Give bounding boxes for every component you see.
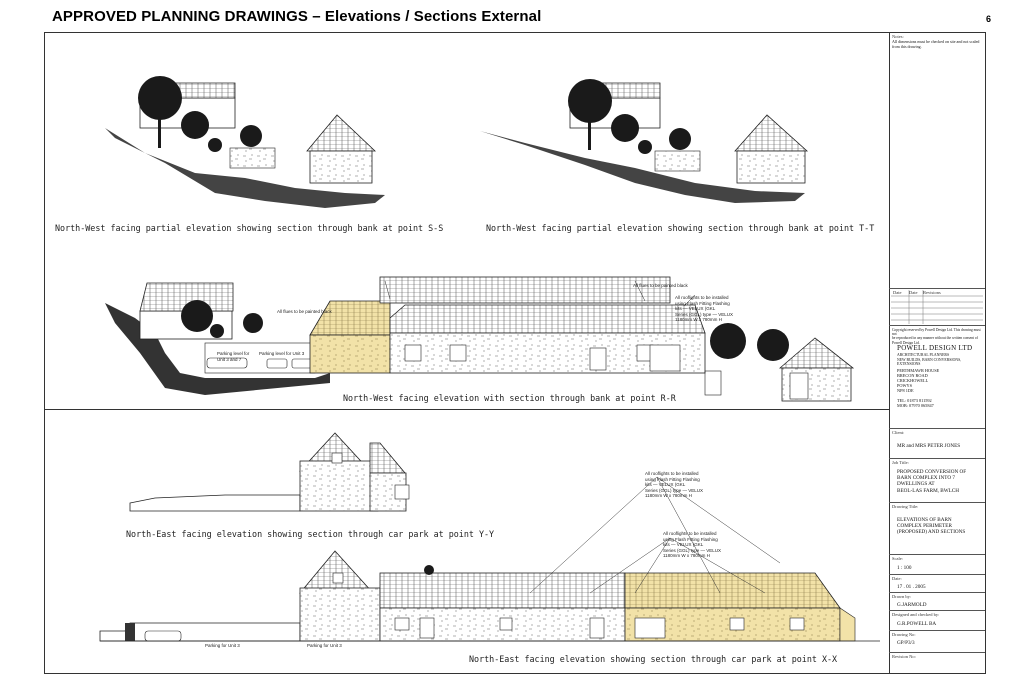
checked-by-value: G.R.POWELL BA: [897, 621, 937, 627]
revisions-table: [891, 290, 983, 324]
drawing-title-cell: Drawing Title: ELEVATIONS OF BARN COMPLE…: [889, 503, 985, 555]
company-address: PERTHMAWR HOUSE BRECON ROAD CRICKHOWELL …: [897, 368, 940, 393]
notes-label: Notes:: [892, 34, 904, 39]
rev-header-revisions: Revisions: [923, 290, 941, 295]
shrub-icon: [208, 138, 222, 152]
client-cell: Client: MR and MRS PETER JONES: [889, 429, 985, 459]
elevation-yy: [129, 432, 410, 512]
tree-icon: [710, 323, 746, 359]
tree-icon: [138, 76, 182, 120]
caption-tt: North-West facing partial elevation show…: [486, 223, 875, 233]
car-icon: [206, 357, 248, 369]
ground-section-ss: [105, 128, 385, 208]
note-rooflights: All rooflights to be installed using Fla…: [663, 531, 722, 558]
drawing-number: GP/P3/3: [897, 640, 915, 646]
ground-section-rr: [105, 303, 330, 395]
page-number: 6: [986, 14, 992, 24]
elevation-xx: [99, 476, 880, 642]
barn-roof-ss: [306, 114, 377, 152]
drawn-by-value: G.JARMOLD: [897, 602, 927, 608]
highlighted-roof-rr: [309, 300, 391, 336]
caption-xx: North-East facing elevation showing sect…: [469, 654, 838, 664]
client-name: MR and MRS PETER JONES: [897, 443, 961, 449]
elevation-drawings: [99, 76, 880, 642]
tree-icon: [240, 125, 262, 147]
note-parking: Parking level for Unit 3: [259, 351, 305, 356]
page-title: APPROVED PLANNING DRAWINGS – Elevations …: [52, 8, 542, 25]
rev-header-date: Date: [893, 290, 902, 295]
company-phone: TEL: 01873 811592 MOB: 07970 065847: [897, 398, 934, 408]
company-name: POWELL DESIGN LTD: [897, 344, 973, 352]
caption-yy: North-East facing elevation showing sect…: [126, 529, 495, 539]
ground-section-yy: [129, 494, 301, 512]
revision-number-cell: Revision No:: [892, 654, 916, 659]
house-gable-roof-xx: [299, 550, 374, 594]
house-gable-xx: [299, 587, 381, 642]
note-flues: All flues to be painted black: [277, 309, 332, 314]
note-flues: All flues to be painted black: [633, 283, 688, 288]
company-subtitle: ARCHITECTURAL PLANNERS NEW BUILDS, BARN …: [897, 353, 962, 367]
tree-icon: [568, 79, 612, 123]
note-rooflights: All rooflights to be installed using Fla…: [675, 295, 734, 322]
notes-cell: Notes: All dimensions must be checked on…: [889, 33, 985, 289]
tree-icon: [757, 329, 789, 361]
ground-section-tt: [480, 131, 805, 203]
car-icon: [144, 630, 182, 642]
note-parking: Parking for Unit 3: [205, 643, 240, 648]
house-gable-yy: [299, 460, 379, 512]
note-parking: Parking for Unit 3: [307, 643, 342, 648]
date-cell: Date: 17 . 01 . 2005: [889, 575, 985, 593]
scale-cell: Scale: 1 : 100: [889, 555, 985, 575]
elevation-rr: [105, 276, 855, 402]
job-title: PROPOSED CONVERSION OF BARN COMPLEX INTO…: [897, 469, 967, 494]
shrub-icon: [638, 140, 652, 154]
caption-rr: North-West facing elevation with section…: [343, 393, 676, 403]
drawing-number-cell: Drawing No: GP/P3/3: [889, 631, 985, 653]
elevation-ss: [105, 76, 385, 208]
elevation-tt: [480, 79, 809, 203]
tree-icon: [669, 128, 691, 150]
barn-upper-roof-rr: [379, 276, 671, 304]
job-cell: Job Title: PROPOSED CONVERSION OF BARN C…: [889, 459, 985, 503]
barn-roof-xx: [379, 572, 626, 609]
date-value: 17 . 01 . 2005: [897, 584, 926, 590]
car-icon: [291, 358, 313, 369]
notes-text: All dimensions must be checked on site a…: [892, 39, 980, 49]
drawing-area: All flues to be painted black All roofli…: [45, 33, 890, 673]
barn-roof-rr: [389, 304, 706, 334]
drawing-sheet: All flues to be painted black All roofli…: [44, 32, 986, 674]
tree-icon: [181, 111, 209, 139]
tree-icon: [181, 300, 213, 332]
section-divider: [45, 409, 889, 410]
note-rooflights: All rooflights to be installed using Fla…: [645, 471, 704, 498]
tree-icon: [243, 313, 263, 333]
highlighted-unit-rr: [309, 334, 391, 374]
barn-roof-tt: [734, 114, 809, 152]
outbuilding-roof-rr: [778, 337, 855, 369]
car-icon: [266, 358, 288, 369]
drawn-by-cell: Drawn by: G.JARMOLD: [889, 593, 985, 611]
checked-by-cell: Designed and checked by: G.R.POWELL BA: [889, 611, 985, 631]
scale-value: 1 : 100: [897, 565, 912, 571]
title-block: Notes: All dimensions must be checked on…: [889, 33, 985, 673]
rev-header-date: Date: [909, 290, 918, 295]
company-cell: Copyright reserved by Powell Design Ltd.…: [889, 325, 985, 429]
highlighted-roof-xx: [624, 572, 841, 609]
caption-ss: North-West facing partial elevation show…: [55, 223, 444, 233]
tree-icon: [611, 114, 639, 142]
drawing-title: ELEVATIONS OF BARN COMPLEX PERIMETER (PR…: [897, 517, 966, 536]
copyright-text: Copyright reserved by Powell Design Ltd.…: [892, 328, 981, 345]
shrub-icon: [210, 324, 224, 338]
note-parking: Parking level for Unit 3 and 7: [217, 351, 250, 362]
